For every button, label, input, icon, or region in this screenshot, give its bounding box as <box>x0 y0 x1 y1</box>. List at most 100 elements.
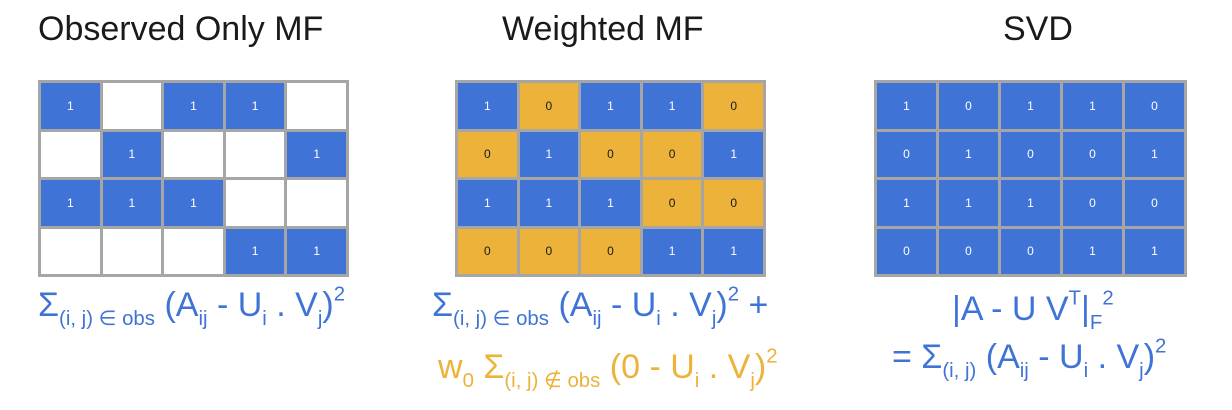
matrix-cell: 0 <box>581 131 640 177</box>
matrix-cell <box>225 131 285 177</box>
weight-subscript: 0 <box>462 370 474 393</box>
matrix-cell: 0 <box>1125 180 1184 226</box>
matrix-cell: 0 <box>458 131 517 177</box>
matrix-cell: 0 <box>1063 180 1122 226</box>
matrix-cell: 0 <box>1063 131 1122 177</box>
panel-title-weighted-mf: Weighted MF <box>502 10 704 48</box>
matrix-cell <box>164 131 223 177</box>
panel-title-observed-only-mf: Observed Only MF <box>38 10 324 48</box>
power: 2 <box>1155 335 1167 358</box>
matrix-cell: 0 <box>939 83 998 129</box>
sum-subscript: (i, j) ∈ obs <box>453 308 549 331</box>
matrix-cell: 0 <box>877 131 936 177</box>
matrix-cell: 0 <box>704 83 763 129</box>
matrix-cell: 1 <box>939 180 998 226</box>
matrix-cell: 0 <box>1001 131 1060 177</box>
term-a: (A <box>558 286 593 324</box>
formula-weighted-unobserved-term: w0 Σ(i, j) ∉ obs (0 - Ui . Vj)2 <box>438 347 778 392</box>
term-v: . V <box>699 348 751 386</box>
matrix-cell: 1 <box>287 131 346 177</box>
matrix-cell: 1 <box>1063 228 1122 274</box>
matrix-cell: 1 <box>458 83 517 129</box>
term-a: (A <box>164 286 199 324</box>
equals-sigma: = Σ <box>892 338 943 376</box>
formula-svd-norm: |A - U VT|F2 <box>952 289 1114 334</box>
v-subscript: j <box>317 308 323 331</box>
power: 2 <box>727 283 740 306</box>
matrix-cell <box>102 228 162 274</box>
matrix-cell: 1 <box>225 83 285 129</box>
weight-w: w <box>438 348 463 386</box>
sigma-symbol: Σ <box>432 286 454 324</box>
close-paren: ) <box>716 286 728 324</box>
matrix-cell: 1 <box>877 180 936 226</box>
term-u: - U <box>207 286 263 324</box>
matrix-cell: 1 <box>1125 228 1184 274</box>
matrix-cell: 0 <box>704 180 763 226</box>
matrix-cell: 0 <box>1125 83 1184 129</box>
matrix-cell: 1 <box>41 180 100 226</box>
close-paren: ) <box>322 286 334 324</box>
term-a: (A <box>976 338 1020 376</box>
a-subscript: ij <box>198 308 208 331</box>
matrix-cell: 1 <box>1001 83 1060 129</box>
close-paren: ) <box>754 348 767 386</box>
term-v: . V <box>266 286 318 324</box>
matrix-cell: 0 <box>458 228 517 274</box>
matrix-cell <box>287 180 346 226</box>
matrix-cell: 1 <box>704 131 763 177</box>
matrix-cell <box>287 83 346 129</box>
a-subscript: ij <box>1019 360 1029 383</box>
matrix-cell: 0 <box>939 228 998 274</box>
formula-observed-only: Σ(i, j) ∈ obs (Aij - Ui . Vj)2 <box>38 285 345 330</box>
matrix-cell: 1 <box>1001 180 1060 226</box>
power: 2 <box>333 283 346 306</box>
matrix-cell: 0 <box>581 228 640 274</box>
matrix-cell: 1 <box>458 180 517 226</box>
matrix-cell: 1 <box>41 83 100 129</box>
power: 2 <box>1102 287 1114 310</box>
matrix-cell <box>102 83 162 129</box>
power: 2 <box>766 345 778 368</box>
matrix-cell: 1 <box>642 83 702 129</box>
norm-open: |A - U V <box>952 290 1069 328</box>
matrix-cell <box>225 180 285 226</box>
matrix-cell: 1 <box>642 228 702 274</box>
sigma-symbol: Σ <box>38 286 60 324</box>
u-subscript: i <box>1083 360 1089 383</box>
matrix-cell: 1 <box>519 131 579 177</box>
matrix-cell: 1 <box>939 131 998 177</box>
matrix-cell: 1 <box>164 83 223 129</box>
matrix-cell: 1 <box>1063 83 1122 129</box>
frobenius-subscript: F <box>1089 312 1103 335</box>
sum-subscript: (i, j) <box>942 360 977 383</box>
norm-close: | <box>1081 290 1090 328</box>
formula-weighted-observed-term: Σ(i, j) ∈ obs (Aij - Ui . Vj)2 + <box>432 285 768 330</box>
matrix-cell: 1 <box>164 180 223 226</box>
matrix-cell: 0 <box>519 228 579 274</box>
matrix-cell: 1 <box>102 180 162 226</box>
matrix-cell: 0 <box>642 180 702 226</box>
term-u: - U <box>1028 338 1084 376</box>
term-u: - U <box>601 286 657 324</box>
term-v: . V <box>660 286 712 324</box>
u-subscript: i <box>656 308 661 331</box>
matrix-cell: 1 <box>1125 131 1184 177</box>
v-subscript: j <box>750 370 755 393</box>
v-subscript: j <box>1139 360 1144 383</box>
sigma-symbol: Σ <box>483 348 505 386</box>
u-subscript: i <box>694 370 700 393</box>
v-subscript: j <box>711 308 717 331</box>
term-zero-u: (0 - U <box>609 348 695 386</box>
panel-title-svd: SVD <box>1003 10 1073 48</box>
matrix-cell: 1 <box>581 83 640 129</box>
term-v: . V <box>1088 338 1140 376</box>
matrix-cell: 1 <box>225 228 285 274</box>
matrix-cell: 1 <box>102 131 162 177</box>
matrix-cell: 0 <box>877 228 936 274</box>
sum-subscript: (i, j) ∈ obs <box>59 308 155 331</box>
matrix-cell: 1 <box>877 83 936 129</box>
matrix-cell: 1 <box>704 228 763 274</box>
